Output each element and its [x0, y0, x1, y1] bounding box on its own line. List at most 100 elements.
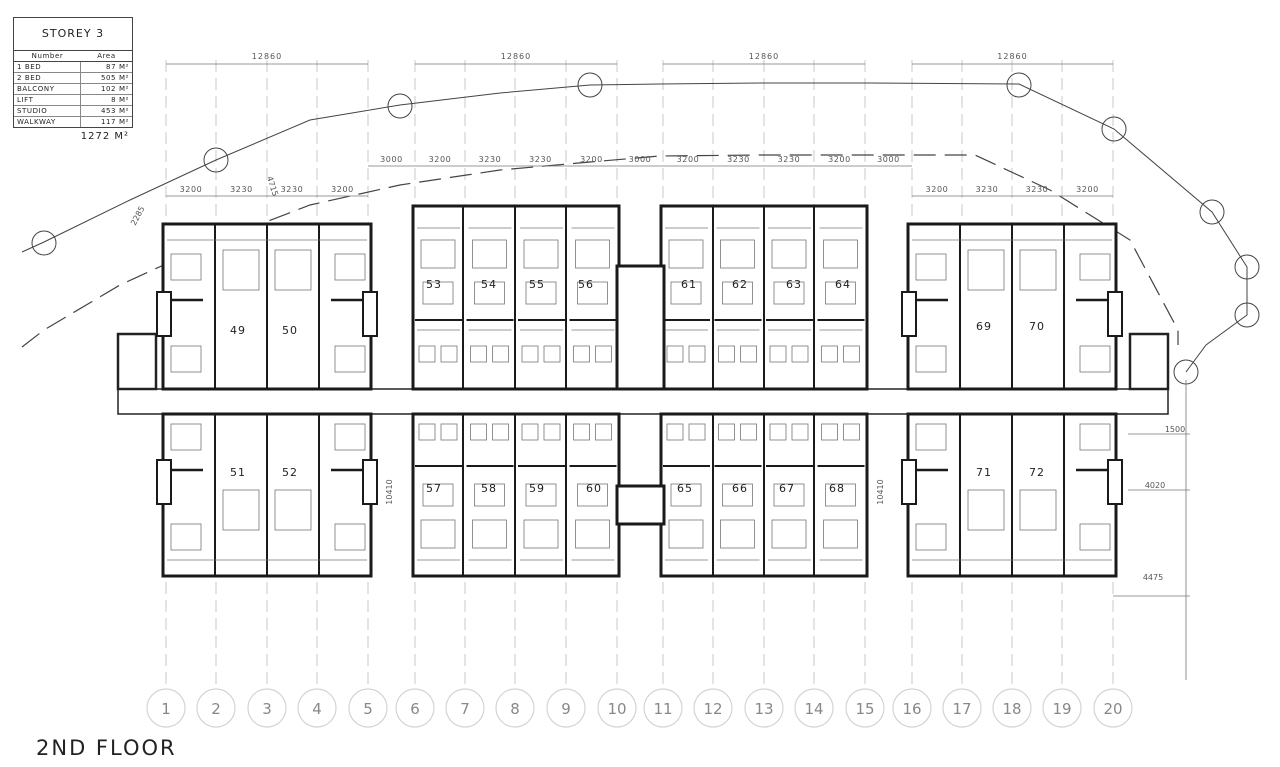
- legend-total: 1272 M²: [80, 131, 129, 142]
- balcony: [1107, 291, 1123, 337]
- balcony: [362, 291, 378, 337]
- unit-number: 50: [282, 324, 298, 337]
- unit-number: 68: [829, 482, 845, 495]
- fixture: [440, 345, 458, 363]
- fixture: [771, 239, 807, 269]
- dimension-label: 12860: [501, 52, 531, 61]
- grid-bubble: [643, 688, 683, 728]
- grid-label: 10: [607, 700, 626, 718]
- lift-core-lower: [615, 484, 666, 526]
- dimension-label: 3200: [828, 155, 851, 164]
- fixture: [668, 519, 704, 549]
- fixture: [1079, 423, 1111, 451]
- fixture: [573, 345, 590, 363]
- fixture: [668, 239, 704, 269]
- unit-number: 57: [426, 482, 442, 495]
- fixture: [722, 281, 753, 305]
- fixture: [521, 423, 539, 441]
- grid-bubble: [597, 688, 637, 728]
- fixture: [573, 423, 590, 441]
- fixture: [523, 519, 559, 549]
- fixture: [334, 253, 366, 281]
- fixture: [773, 281, 805, 305]
- fixture: [472, 239, 507, 269]
- fixture: [422, 483, 454, 507]
- lift-core-upper: [615, 264, 666, 391]
- unit-number: 55: [529, 278, 545, 291]
- fixture: [525, 483, 557, 507]
- dimension-label: 1500: [1165, 425, 1185, 434]
- fixture: [525, 281, 557, 305]
- grid-bubble: [794, 688, 834, 728]
- fixture: [720, 239, 755, 269]
- legend-row-name: LIFT: [14, 94, 81, 106]
- grid-label: 7: [460, 700, 470, 718]
- fixture: [821, 345, 838, 363]
- walkway: [117, 388, 1169, 415]
- grid-bubble: [942, 688, 982, 728]
- fixture: [470, 423, 487, 441]
- stair-right: [1128, 332, 1170, 391]
- fixture: [418, 345, 436, 363]
- legend-row-name: 1 BED: [14, 61, 81, 73]
- dimension-label: 3230: [230, 185, 253, 194]
- grid-bubble: [992, 688, 1032, 728]
- dimension-label: 3230: [727, 155, 750, 164]
- unit-number: 58: [481, 482, 497, 495]
- fixture: [670, 483, 702, 507]
- dimension-label: 12860: [252, 52, 282, 61]
- balcony: [362, 459, 378, 505]
- grid-label: 11: [653, 700, 672, 718]
- grid-bubble: [348, 688, 388, 728]
- dimension-label: 12860: [749, 52, 779, 61]
- grid-bubble: [445, 688, 485, 728]
- grid-bubble: [297, 688, 337, 728]
- fixture: [666, 345, 684, 363]
- unit-number: 63: [786, 278, 802, 291]
- grid-label: 8: [510, 700, 520, 718]
- grid-bubble: [892, 688, 932, 728]
- fixture: [523, 239, 559, 269]
- floor-title: 2ND FLOOR: [36, 736, 177, 760]
- unit-number: 61: [681, 278, 697, 291]
- fixture: [823, 239, 858, 269]
- fixture: [420, 519, 456, 549]
- fixture: [170, 523, 202, 551]
- grid-label: 14: [804, 700, 823, 718]
- legend-row-name: WALKWAY: [14, 116, 81, 127]
- legend-row-area: 8 M²: [80, 94, 132, 106]
- dimension-label: 3200: [1076, 185, 1099, 194]
- unit-number: 71: [976, 466, 992, 479]
- legend-row-area: 102 M²: [80, 83, 132, 95]
- fixture: [769, 423, 787, 441]
- dimension-label: 4020: [1145, 481, 1165, 490]
- grid-label: 6: [410, 700, 420, 718]
- legend-row-area: 117 M²: [80, 116, 132, 127]
- grid-label: 19: [1052, 700, 1071, 718]
- fixture: [670, 281, 702, 305]
- grid-label: 17: [952, 700, 971, 718]
- fixture: [422, 281, 454, 305]
- balcony: [901, 459, 917, 505]
- fixture: [474, 281, 505, 305]
- dimension-label: 3000: [629, 155, 652, 164]
- fixture: [740, 423, 757, 441]
- fixture: [418, 423, 436, 441]
- dimension-label: 12860: [997, 52, 1027, 61]
- grid-bubble: [1093, 688, 1133, 728]
- fixture: [222, 489, 260, 531]
- fixture: [1019, 249, 1057, 291]
- dimension-label: 3200: [331, 185, 354, 194]
- dimension-label: 3000: [877, 155, 900, 164]
- fixture: [170, 423, 202, 451]
- fixture: [1019, 489, 1057, 531]
- fixture: [334, 423, 366, 451]
- unit-number: 69: [976, 320, 992, 333]
- legend-row-area: 453 M²: [80, 105, 132, 117]
- unit-number: 52: [282, 466, 298, 479]
- grid-bubble: [395, 688, 435, 728]
